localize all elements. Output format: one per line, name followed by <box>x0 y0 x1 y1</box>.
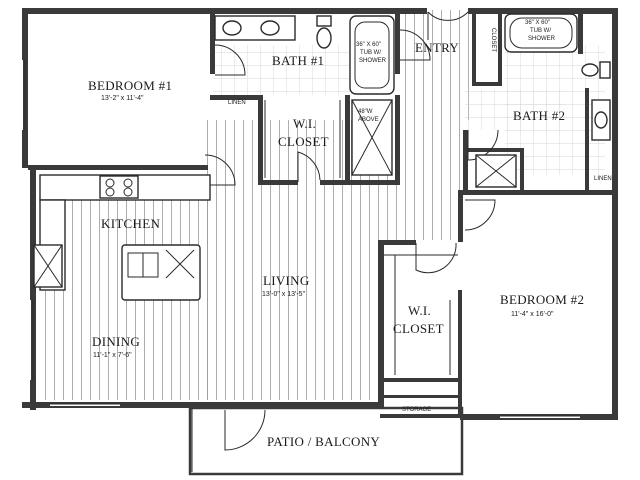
wi-closet2-line2: CLOSET <box>393 321 444 336</box>
walls <box>22 8 618 420</box>
living-dims: 13'-0" x 13'-5" <box>262 291 306 298</box>
patio-label: PATIO / BALCONY <box>267 434 380 449</box>
washer-dryer <box>351 99 393 176</box>
entry-label: ENTRY <box>415 40 459 55</box>
closet-shelves <box>264 100 458 375</box>
wi-closet2-line1: W.I. <box>408 303 431 318</box>
kitchen-fixtures <box>33 174 211 301</box>
bedroom1-label: BEDROOM #1 <box>88 78 172 93</box>
tub1-type: TUB W/ <box>360 50 381 56</box>
bath1-label: BATH #1 <box>272 53 324 68</box>
wi-closet1-line1: W.I. <box>293 116 316 131</box>
dining-dims: 11'-1" x 7'-6" <box>93 352 132 359</box>
storage-label: STORAGE <box>402 407 431 413</box>
bedroom1-dims: 13'-2" x 11'-4" <box>101 95 144 102</box>
tub1-shower: SHOWER <box>359 58 387 64</box>
wi-closet1-line2: CLOSET <box>278 134 329 149</box>
bedroom2-label: BEDROOM #2 <box>500 292 584 307</box>
living-label: LIVING <box>263 273 310 288</box>
tub2-type: TUB W/ <box>530 28 551 34</box>
bath2-label: BATH #2 <box>513 108 565 123</box>
washer-dryer-line2: ABOVE <box>358 117 379 123</box>
windows <box>21 60 580 418</box>
bath1-fixtures <box>214 15 395 95</box>
tub2-size: 36" X 60" <box>525 20 550 26</box>
patio-outline <box>188 406 464 476</box>
door-swings <box>204 11 499 451</box>
tub1-size: 36" X 60" <box>356 42 381 48</box>
tub2-shower: SHOWER <box>528 36 556 42</box>
washer-dryer-line1: 48"W <box>358 109 373 115</box>
dining-label: DINING <box>92 334 140 349</box>
linen2-label: LINEN <box>594 176 612 182</box>
linen1-label: LINEN <box>228 100 246 106</box>
bedroom2-dims: 11'-4" x 16'-0" <box>511 311 554 318</box>
room-labels: BEDROOM #1 13'-2" x 11'-4" BATH #1 36" X… <box>88 20 612 449</box>
bath2-fixtures <box>475 13 611 188</box>
kitchen-label: KITCHEN <box>101 216 160 231</box>
entry-closet-label: CLOSET <box>490 28 496 52</box>
